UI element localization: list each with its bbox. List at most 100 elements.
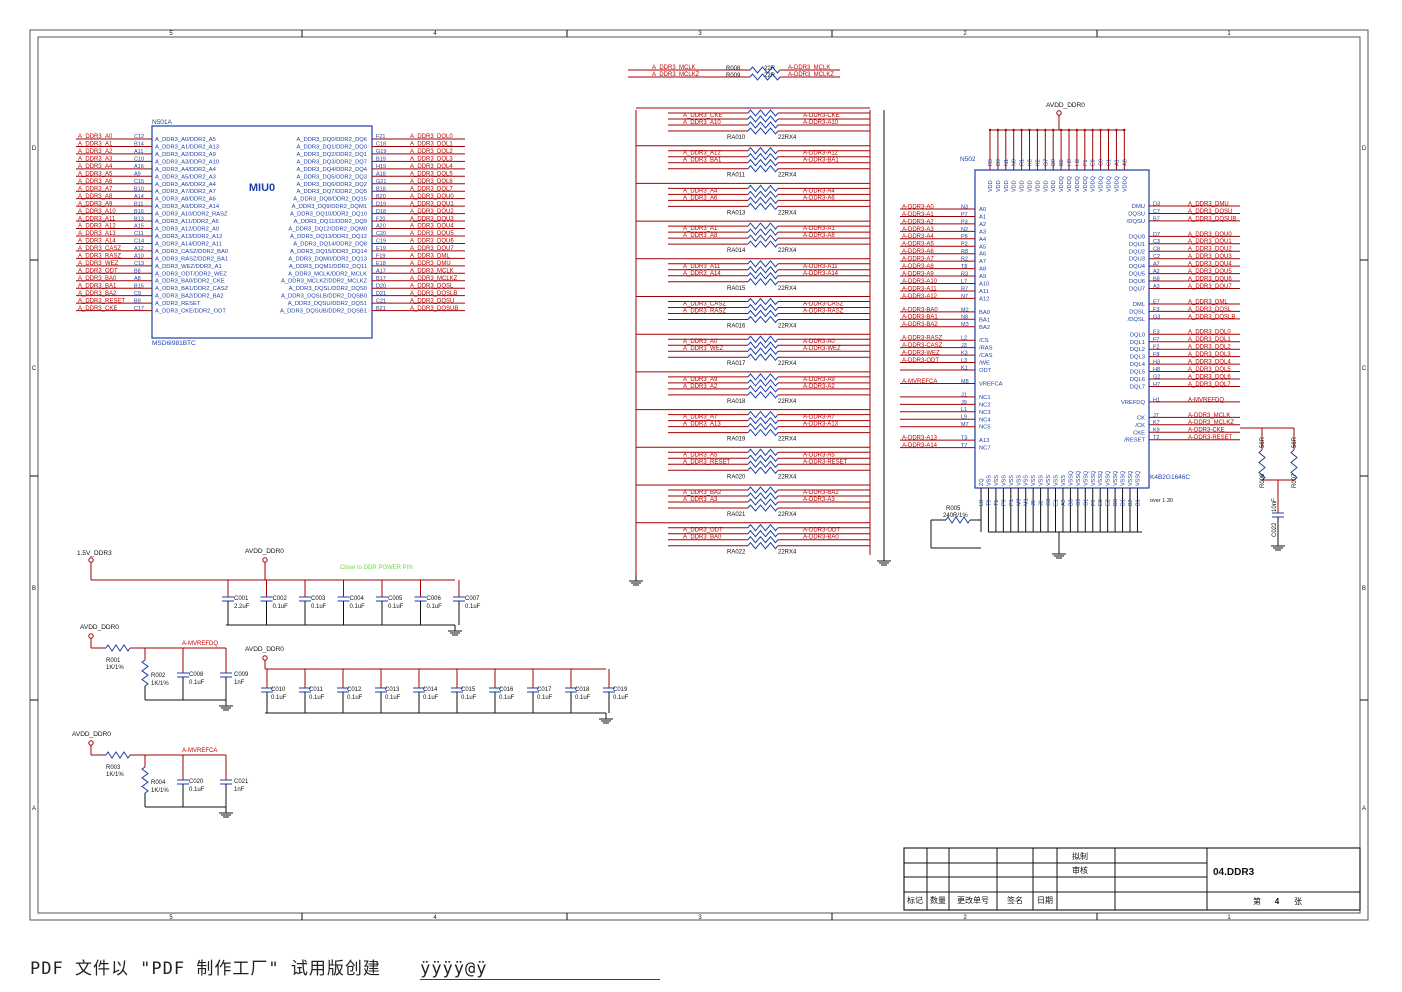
pin-name: NC7 [979,446,991,452]
pin-name: BA0 [979,310,990,316]
pin-number: B9 [134,298,141,304]
value-label: 0.1uF [189,787,205,793]
net-label: A_DDR3_MCLKZ [652,72,700,78]
net-label: A_DDR3_DQL2 [410,149,453,155]
net-label: A_DDR3_WEZ [78,261,119,267]
pin-number: G8 [1046,499,1052,506]
pin-number: F3 [1153,307,1159,313]
pin-number: C10 [134,157,144,163]
pin-number: H7 [1153,382,1160,388]
pin-name: A4 [979,237,987,243]
value-label: 22R [764,66,776,72]
pin-name: VSSQ [1121,470,1127,486]
pin-number: C11 [134,231,144,237]
pin-name: VSSQ [1128,470,1134,486]
value-label: 1K/1% [151,681,169,687]
junction-dot [1123,128,1126,132]
resistor-symbol [747,240,779,248]
ref-designator: R003 [106,765,121,771]
pin-name: VSSQ [1091,470,1097,486]
net-label: A-DDR3-CKE [1188,428,1225,434]
pin-name: A_DDR3_DQ11/DDR2_DQ9 [294,219,367,225]
border-number: 1 [1227,31,1231,37]
ic-part: MSD6I981BTC [152,340,196,347]
ref-designator: C008 [189,672,204,678]
net-label: A_DDR3_DQL0 [410,134,453,140]
pin-name: A_DDR3_A12/DDR2_A0 [155,227,219,233]
pin-number: C3 [1153,239,1160,245]
resistor-symbol [747,272,779,280]
pin-number: D19 [376,201,386,207]
resistor-symbol [747,504,779,512]
net-label: A_DDR3_CKE [683,113,722,119]
net-label: A_DDR3_DQL6 [1188,374,1231,380]
pin-number: G9 [1076,499,1082,506]
junction-dot [1091,128,1094,132]
resistor-symbol [747,347,779,355]
resistor-symbol [747,196,779,205]
pin-name: ODT [979,368,992,374]
resistor-symbol [747,486,779,494]
pin-number: P1 [1009,499,1015,506]
pin-number: J7 [1153,413,1159,419]
pin-name: BA2 [979,325,990,331]
resistor-symbol [945,516,971,524]
ref-designator: C003 [311,596,326,602]
pin-name: VDD [1043,180,1049,192]
net-label: A_DDR3_RASZ [683,309,726,315]
net-label: A-DDR3-A7 [803,415,835,421]
pin-name: VSSQ [1068,470,1074,486]
net-label: A-DDR3-A13 [902,436,938,442]
ref-designator: R004 [151,780,166,786]
resistor-symbol [747,523,779,532]
ref-designator: RA014 [727,248,746,254]
border-letter: B [32,586,36,592]
net-label: A_DDR3_A11 [78,216,116,222]
resistor-symbol [747,416,779,425]
pin-number: C13 [134,261,144,267]
pin-number: R1 [1020,159,1026,166]
ref-designator: R008 [726,66,741,72]
value-label: 240R/1% [943,513,968,519]
pin-number: N1 [1004,159,1010,166]
net-label: A-DDR3-RASZ [902,336,943,342]
resistor-symbol [747,278,779,286]
pin-number: T8 [961,264,967,270]
junction-dot [1067,128,1071,132]
value-label: 0.1uF [465,604,481,610]
note-label: over 1.30 [1150,498,1173,504]
net-label: A_DDR3_A8 [78,194,113,200]
value-label: 0.1uF [271,695,287,701]
value-label: 22RX4 [778,324,797,330]
net-label: A_DDR3_BA1 [683,158,722,164]
border-number: 5 [169,31,173,37]
pin-number: F1 [1083,160,1089,166]
pin-number: J9 [961,400,967,406]
value-label: 0.1uF [423,695,439,701]
footer-link[interactable]: ÿÿÿÿ@ÿ [420,959,661,980]
net-label: A_DDR3_A7 [683,415,718,421]
net-label: A-DDR3-A5 [902,242,934,248]
pin-number: H8 [1153,367,1160,373]
net-label: A_DDR3_DQL1 [410,142,453,148]
pin-number: L8 [979,500,985,506]
resistor-symbol [747,335,779,343]
pin-name: VSSQ [1106,470,1112,486]
power-port [88,740,94,746]
resistor-symbol [747,297,779,306]
border-number: 3 [698,31,702,37]
pin-number: R9 [988,159,994,166]
pin-name: NC2 [979,402,991,408]
ref-designator: RA020 [727,474,746,480]
pin-number: D20 [376,283,386,289]
pin-number: F8 [1153,352,1159,358]
net-label: A_DDR3_CASZ [683,302,726,308]
pin-name: A_DDR3_BA2/DDR2_BA2 [155,294,224,300]
pin-number: K8 [1028,159,1034,166]
pin-name: DQL5 [1130,370,1145,376]
net-label: A_DDR3_DQL7 [1188,382,1231,388]
pin-number: C20 [376,231,386,237]
